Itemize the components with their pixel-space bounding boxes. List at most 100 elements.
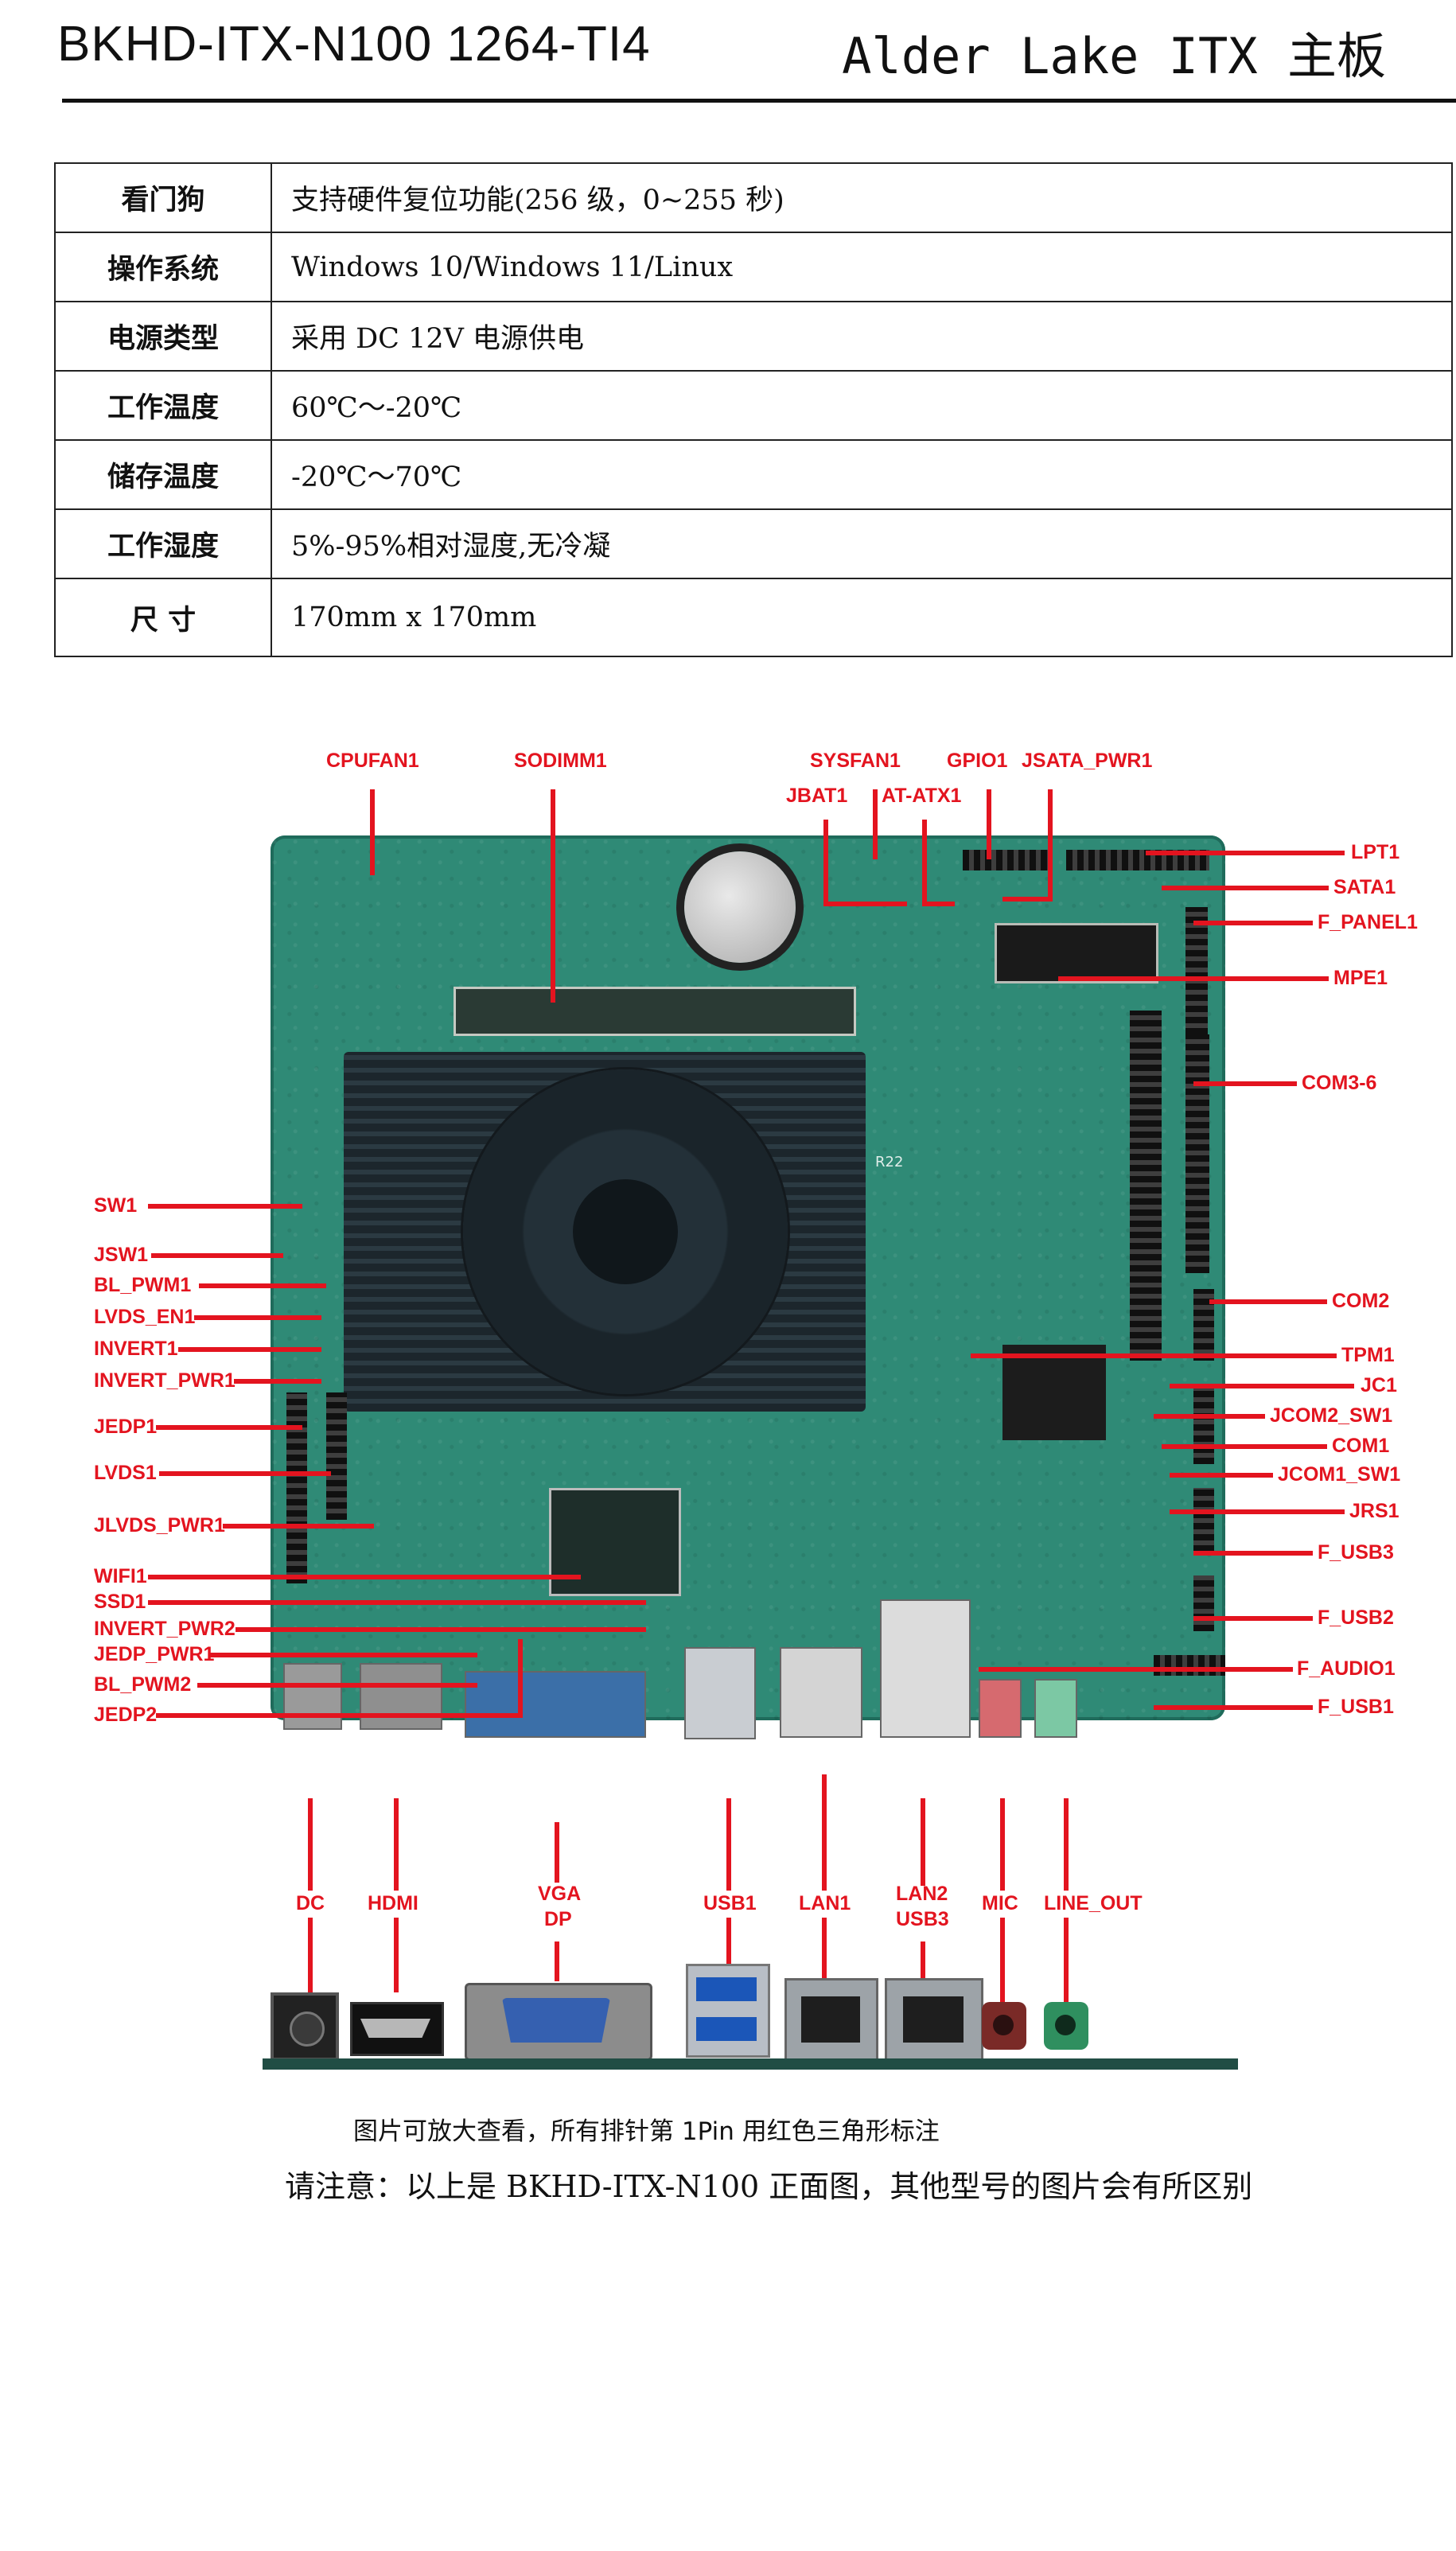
label-sata1: SATA1: [1333, 876, 1396, 898]
vga-d-sub: [502, 1998, 610, 2043]
dc-jack-pin: [290, 2012, 325, 2047]
label-f-audio1: F_AUDIO1: [1297, 1657, 1396, 1680]
spec-key: 操作系统: [54, 232, 272, 302]
zoom-note: 图片可放大查看，所有排针第 1Pin 用红色三角形标注: [353, 2117, 940, 2146]
board-title: Alder Lake ITX 主板: [842, 27, 1386, 85]
usb-port-top: [696, 1977, 757, 2001]
label-jedp1: JEDP1: [94, 1416, 158, 1438]
mic-jack-board: [979, 1679, 1022, 1738]
f-usb3-header: [1193, 1488, 1214, 1552]
cmos-battery: [684, 851, 796, 963]
label-vga: VGA: [538, 1883, 582, 1905]
label-usb1: USB1: [703, 1892, 757, 1914]
label-jlvds-pwr1: JLVDS_PWR1: [94, 1514, 225, 1536]
spec-value: -20℃～70℃: [271, 439, 1453, 510]
table-row: 电源类型 采用 DC 12V 电源供电: [54, 301, 1453, 372]
label-lvds-en1: LVDS_EN1: [94, 1306, 196, 1328]
label-hdmi: HDMI: [368, 1892, 419, 1914]
label-sw1: SW1: [94, 1194, 138, 1217]
mpe-slot: [995, 923, 1158, 983]
leader-jsata-pwr1: [1002, 789, 1053, 902]
line-out-hole: [1055, 2015, 1076, 2035]
label-f-usb1: F_USB1: [1318, 1696, 1394, 1718]
label-usb3: USB3: [896, 1908, 949, 1930]
label-jedp-pwr1: JEDP_PWR1: [94, 1643, 215, 1665]
label-jc1: JC1: [1361, 1374, 1397, 1396]
motherboard-image: R22: [271, 835, 1225, 1739]
label-f-panel1: F_PANEL1: [1318, 911, 1418, 933]
mic-hole: [993, 2015, 1014, 2035]
lvds-header: [286, 1392, 307, 1583]
label-com3-6: COM3-6: [1302, 1072, 1377, 1094]
label-gpio1: GPIO1: [947, 750, 1008, 772]
cpu-fan: [463, 1069, 788, 1394]
f-usb2-header: [1193, 1575, 1214, 1631]
line-out-jack: [1044, 2002, 1088, 2050]
hdmi-connector: [350, 2002, 444, 2056]
label-lvds1: LVDS1: [94, 1462, 157, 1484]
jedp-header: [326, 1392, 347, 1520]
table-row: 操作系统 Windows 10/Windows 11/Linux: [54, 232, 1453, 302]
lan1-connector: [784, 1978, 878, 2061]
spec-key: 储存温度: [54, 439, 272, 510]
pcb-print-r22: R22: [875, 1154, 904, 1170]
label-mpe1: MPE1: [1333, 967, 1388, 989]
hdmi-slot: [360, 2019, 430, 2038]
lan2-connector: [885, 1978, 983, 2061]
label-invert1: INVERT1: [94, 1338, 178, 1360]
super-io-chip: [1002, 1345, 1106, 1440]
spec-key: 电源类型: [54, 301, 272, 372]
lan1-socket: [801, 1996, 860, 2043]
spec-value: 60℃～-20℃: [271, 370, 1453, 441]
spec-key: 看门狗: [54, 162, 272, 233]
label-com1: COM1: [1332, 1435, 1390, 1457]
spec-table: 看门狗 支持硬件复位功能(256 级，0~255 秒) 操作系统 Windows…: [54, 162, 1453, 657]
label-ssd1: SSD1: [94, 1591, 146, 1613]
label-jsw1: JSW1: [94, 1244, 149, 1266]
usb-port-bottom: [696, 2017, 757, 2041]
com1-header: [1193, 1385, 1214, 1464]
spec-value: Windows 10/Windows 11/Linux: [271, 232, 1453, 302]
dc-jack-board: [283, 1663, 342, 1730]
model-note: 请注意：以上是 BKHD-ITX-N100 正面图，其他型号的图片会有所区别: [285, 2169, 1253, 2204]
label-line-out: LINE_OUT: [1044, 1892, 1143, 1914]
usb-stack: [686, 1964, 770, 2058]
header-divider: [62, 99, 1456, 103]
vga-connector: [465, 1983, 652, 2061]
com3-6-header: [1185, 1034, 1209, 1273]
cpu-heatsink: [344, 1052, 866, 1412]
label-lan2: LAN2: [896, 1883, 948, 1905]
dc-jack: [271, 1992, 339, 2061]
sodimm-slot: [454, 987, 856, 1036]
label-sysfan1: SYSFAN1: [810, 750, 901, 772]
label-tpm1: TPM1: [1341, 1344, 1395, 1366]
table-row: 看门狗 支持硬件复位功能(256 级，0~255 秒): [54, 162, 1453, 233]
label-jbat1: JBAT1: [786, 785, 848, 807]
vga-port-board: [465, 1671, 646, 1738]
table-row: 工作温度 60℃～-20℃: [54, 370, 1453, 441]
label-f-usb2: F_USB2: [1318, 1607, 1394, 1629]
board-figure: R22: [0, 740, 1456, 2093]
fan-hub: [573, 1179, 678, 1284]
label-lpt1: LPT1: [1351, 841, 1400, 863]
spec-key: 工作温度: [54, 370, 272, 441]
leader-at-atx1: [922, 820, 955, 906]
label-sodimm1: SODIMM1: [514, 750, 607, 772]
spec-value: 5%-95%相对湿度,无冷凝: [271, 508, 1453, 579]
spec-key: 尺 寸: [54, 578, 272, 657]
line-out-jack-board: [1034, 1679, 1077, 1738]
usb-stack-board: [684, 1647, 756, 1739]
lan2-socket: [903, 1996, 964, 2043]
spec-value: 支持硬件复位功能(256 级，0~255 秒): [271, 162, 1453, 233]
label-jrs1: JRS1: [1349, 1500, 1400, 1522]
table-row: 尺 寸 170mm x 170mm: [54, 578, 1453, 657]
leader-jbat1: [823, 820, 907, 906]
label-bl-pwm2: BL_PWM2: [94, 1673, 192, 1696]
gpio-header: [963, 850, 1050, 870]
model-title: BKHD-ITX-N100 1264-TI4: [57, 17, 651, 72]
rear-io-board-edge: [263, 2058, 1238, 2070]
f-usb1-header: [1154, 1655, 1225, 1676]
leader-jedp2: [156, 1639, 523, 1718]
label-mic: MIC: [982, 1892, 1018, 1914]
com-bank: [1130, 1011, 1162, 1361]
